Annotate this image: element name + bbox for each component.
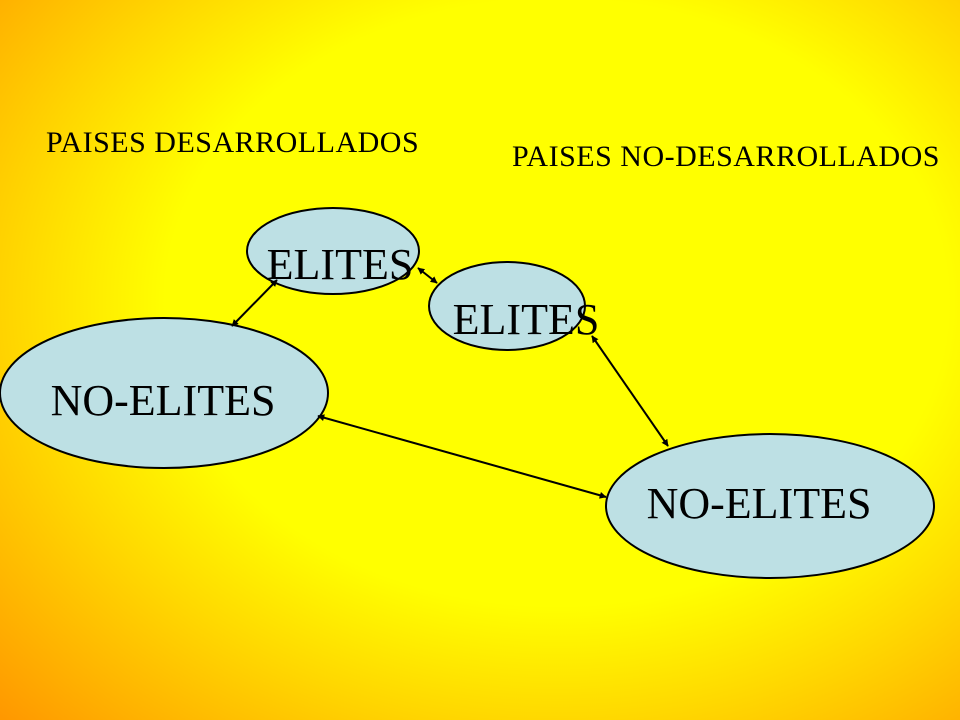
node-non-elites-undeveloped-label: NO-ELITES bbox=[647, 479, 872, 528]
node-elites-developed-label: ELITES bbox=[267, 240, 414, 289]
heading-developed-countries: PAISES DESARROLLADOS bbox=[46, 126, 420, 159]
arrow-elites-to-non-elites-developed bbox=[231, 279, 278, 327]
heading-undeveloped-countries: PAISES NO-DESARROLLADOS bbox=[512, 140, 940, 173]
arrow-non-elites-to-non-elites bbox=[317, 414, 607, 499]
node-non-elites-developed-label: NO-ELITES bbox=[51, 376, 276, 425]
arrow-elites-to-non-elites-undeveloped bbox=[591, 335, 669, 447]
node-non-elites-undeveloped: NO-ELITES bbox=[605, 433, 935, 579]
node-elites-developed: ELITES bbox=[246, 207, 420, 295]
arrow-elites-to-elites bbox=[417, 267, 438, 284]
node-non-elites-developed: NO-ELITES bbox=[0, 317, 329, 469]
node-elites-undeveloped-label: ELITES bbox=[453, 295, 600, 344]
node-elites-undeveloped: ELITES bbox=[428, 261, 600, 351]
